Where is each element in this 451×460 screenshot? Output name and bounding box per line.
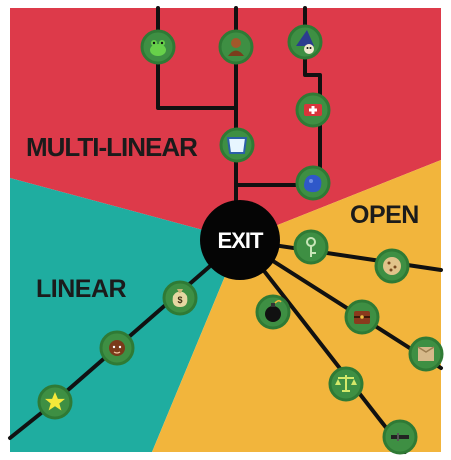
node-chest [344,299,380,335]
linear-label: LINEAR [36,275,127,303]
node-blue-blob [295,165,331,201]
trapezoid-icon [226,137,248,154]
wizard-icon [296,30,314,54]
star-icon [45,392,65,411]
node-wizard [287,24,323,60]
node-bomb [255,294,291,330]
box-icon [417,346,435,361]
blue-blob-icon [304,174,322,193]
exit-label: EXIT [218,228,264,253]
money-bag-icon: $ [172,289,188,307]
node-frog [140,29,176,65]
key-icon [306,237,316,257]
node-trapezoid [219,127,255,163]
dagger-icon [391,433,409,441]
first-aid-icon [304,104,322,116]
exit-node [200,200,280,280]
cookie-icon [383,257,401,275]
teal-zone [10,178,240,452]
character-icon [228,38,244,56]
face-icon [109,340,125,356]
node-cookie [374,248,410,284]
open-label: OPEN [350,201,419,229]
scales-icon [335,375,357,392]
nodes-layer: $ [37,24,444,455]
node-face [99,330,135,366]
line-open-3 [238,238,407,454]
treasure-chest-icon [354,311,370,324]
yellow-zone [152,160,441,452]
node-character [218,29,254,65]
node-dagger [382,419,418,455]
node-key [293,229,329,265]
node-box [408,336,444,372]
node-money-bag: $ [162,280,198,316]
node-star [37,384,73,420]
svg-text:$: $ [177,295,182,305]
red-zone [10,8,441,240]
bomb-icon [265,299,282,322]
multi-linear-label: MULTI-LINEAR [26,132,198,162]
node-first-aid [295,92,331,128]
node-scales [328,366,364,402]
frog-icon [150,40,166,56]
